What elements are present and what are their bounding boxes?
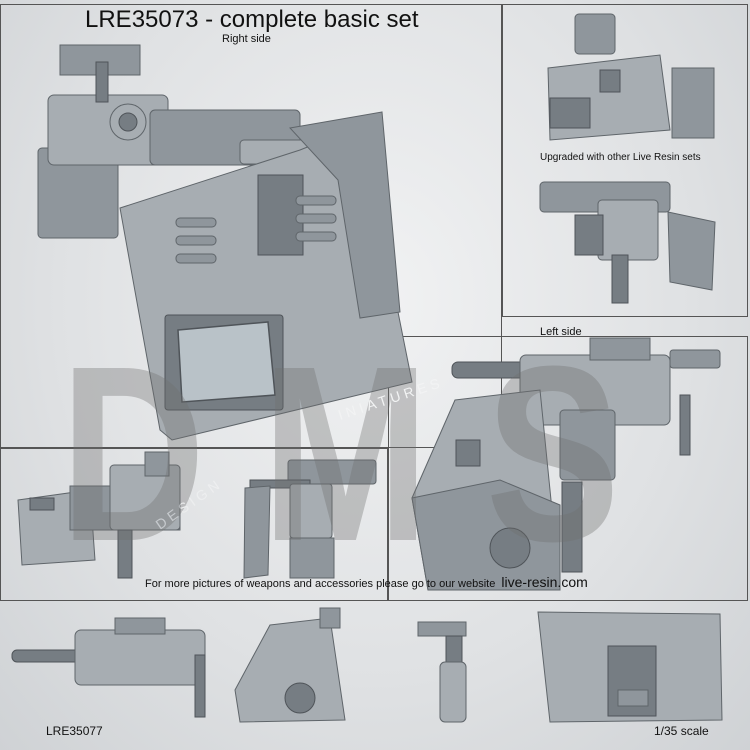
right-side-label: Right side (222, 33, 271, 45)
part-code: LRE35077 (46, 724, 103, 738)
upgraded-label: Upgraded with other Live Resin sets (540, 152, 701, 163)
watermark-letters: D M S (60, 314, 620, 593)
left-side-frame (388, 336, 748, 601)
website-note-text: For more pictures of weapons and accesso… (145, 578, 496, 590)
bottom-left-frame (0, 448, 388, 601)
website-link[interactable]: live-resin.com (501, 574, 588, 590)
website-note: For more pictures of weapons and accesso… (145, 574, 588, 590)
page-title: LRE35073 - complete basic set (85, 6, 419, 33)
upgraded-frame (502, 4, 748, 317)
left-side-label: Left side (540, 326, 582, 338)
scale-label: 1/35 scale (654, 724, 709, 738)
right-side-frame (0, 4, 502, 448)
